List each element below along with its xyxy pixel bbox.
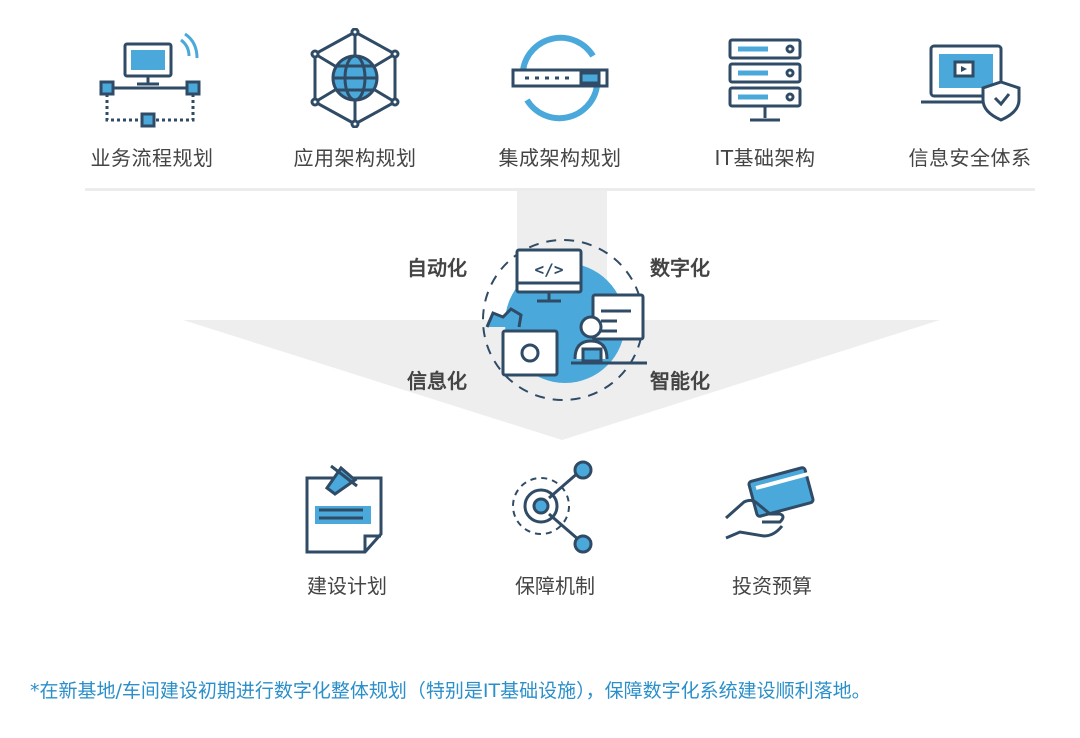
top-item-label: 应用架构规划 <box>293 146 417 170</box>
bottom-item-label: 建设计划 <box>307 574 387 598</box>
laptop-shield-icon <box>921 44 1021 122</box>
hand-credit-card-icon <box>725 466 815 540</box>
bottom-item-investment-budget: 投资预算 <box>682 458 862 599</box>
top-item-integration-architecture: 集成架构规划 <box>460 28 660 171</box>
pinned-note-icon <box>305 464 383 554</box>
bottom-item-label: 保障机制 <box>515 574 595 598</box>
code-glyph: </> <box>535 260 564 279</box>
top-item-label: 业务流程规划 <box>90 146 214 170</box>
caption-digitalization: 数字化 <box>650 256 710 280</box>
top-item-label: 集成架构规划 <box>498 146 622 170</box>
caption-intelligentization: 智能化 <box>650 369 710 393</box>
developer-workstation-icon: </> <box>482 239 647 401</box>
caption-informatization: 信息化 <box>407 369 467 393</box>
server-rack-icon <box>728 38 802 122</box>
globe-network-icon <box>310 28 400 128</box>
caption-automation: 自动化 <box>407 256 467 280</box>
top-item-label: 信息安全体系 <box>908 146 1032 170</box>
top-item-label: IT基础架构 <box>714 146 816 170</box>
footer-note: *在新基地/车间建设初期进行数字化整体规划（特别是IT基础设施），保障数字化系统… <box>30 680 871 702</box>
top-item-it-infrastructure: IT基础架构 <box>665 28 865 171</box>
integration-cycle-icon <box>511 34 609 122</box>
bottom-item-construction-plan: 建设计划 <box>257 458 437 599</box>
top-item-business-process: 业务流程规划 <box>52 28 252 171</box>
bottom-item-safeguard-mechanism: 保障机制 <box>465 458 645 599</box>
top-item-application-architecture: 应用架构规划 <box>255 28 455 171</box>
network-computer-icon <box>99 32 201 128</box>
bottom-item-label: 投资预算 <box>732 574 812 598</box>
top-item-information-security: 信息安全体系 <box>870 28 1070 171</box>
target-nodes-icon <box>512 460 593 554</box>
